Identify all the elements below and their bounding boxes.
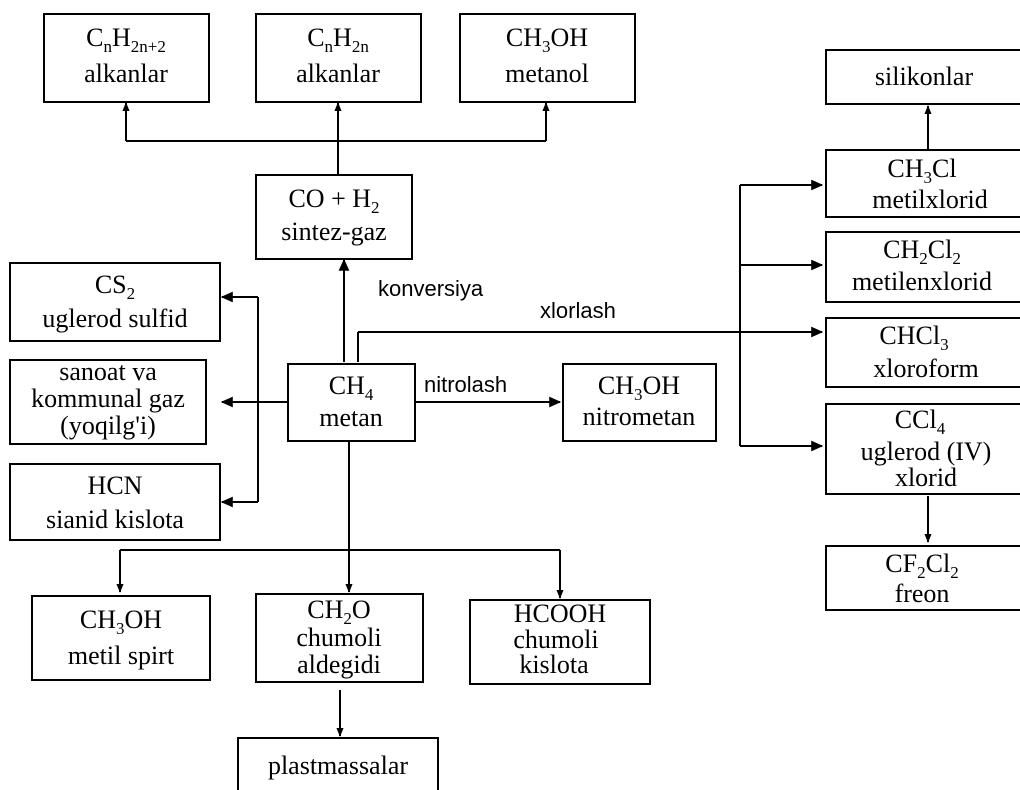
syngas-formula: CO + H2 [288,184,379,217]
cs2-formula: CS2 [95,270,135,303]
box-alkenes [255,13,422,103]
box-fuel-gas [9,359,207,445]
box-nitromethane [562,363,717,442]
chcl3-label: xloroform [873,354,978,383]
alkenes-label: alkanlar [296,59,380,88]
labels: CnH2n+2 alkanlar CnH2n alkanlar CH3OH me… [31,23,992,780]
methanol-top-label: metanol [505,59,589,88]
box-methanol-top [459,13,636,103]
formaldehyde-label2: aldegidi [297,650,381,679]
box-silicones [825,49,1020,105]
box-ch3cl [825,149,1020,218]
methane-formula: CH4 [329,371,374,404]
box-alkanes [43,13,210,103]
ch2cl2-label: metilenxlorid [852,267,992,296]
box-chcl3 [825,317,1020,388]
box-plastics [237,737,439,790]
box-cs2 [9,262,221,342]
methyl-alcohol-label: metil spirt [68,641,175,670]
formic-acid-label2: kislota [519,650,589,679]
box-freon [825,545,1020,611]
syngas-label: sintez-gaz [281,217,386,246]
methanol-top-formula: CH3OH [506,23,588,56]
box-methane [287,363,416,442]
fuel-gas-line3: (yoqilg'i) [60,411,156,440]
methane-label: metan [319,403,383,432]
box-hcn [9,463,221,541]
formaldehyde-label1: chumoli [296,623,381,652]
formaldehyde-formula: CH2O [307,595,370,628]
silicones-label: silikonlar [875,62,974,91]
hcn-label: sianid kislota [46,505,184,534]
cs2-label: uglerod sulfid [42,304,187,333]
box-ch2cl2 [825,231,1020,303]
box-ccl4 [825,403,1020,495]
hcn-formula: HCN [88,471,143,500]
connectors [116,102,932,737]
plastics-label: plastmassalar [268,751,408,780]
freon-formula: CF2Cl2 [885,549,958,582]
fuel-gas-line1: sanoat va [59,357,157,386]
methyl-alcohol-formula: CH3OH [80,605,162,638]
ch2cl2-formula: CH2Cl2 [883,235,961,268]
nitromethane-formula: CH3OH [598,371,680,404]
ccl4-formula: CCl4 [895,405,946,438]
edge-label-chlorination: xlorlash [540,298,616,323]
freon-label: freon [895,579,950,608]
boxes [9,13,1020,790]
chcl3-formula: CHCl3 [879,321,948,354]
edge-label-nitration: nitrolash [424,372,507,397]
alkenes-formula: CnH2n [307,23,369,56]
formic-acid-label1: chumoli [513,625,598,654]
formic-acid-formula: HCOOH [514,599,607,628]
box-formic-acid [469,599,651,685]
edge-label-conversion: konversiya [378,276,484,301]
ccl4-label1: uglerod (IV) [861,437,992,466]
box-syngas [255,174,413,260]
ccl4-label2: xlorid [895,463,957,492]
nitromethane-label: nitrometan [583,402,696,431]
box-methyl-alcohol [31,595,211,681]
box-formaldehyde [255,593,424,683]
ch3cl-formula: CH3Cl [887,154,956,187]
fuel-gas-line2: kommunal gaz [31,384,185,413]
alkanes-label: alkanlar [84,59,168,88]
alkanes-formula: CnH2n+2 [86,23,166,56]
ch3cl-label: metilxlorid [872,185,988,214]
